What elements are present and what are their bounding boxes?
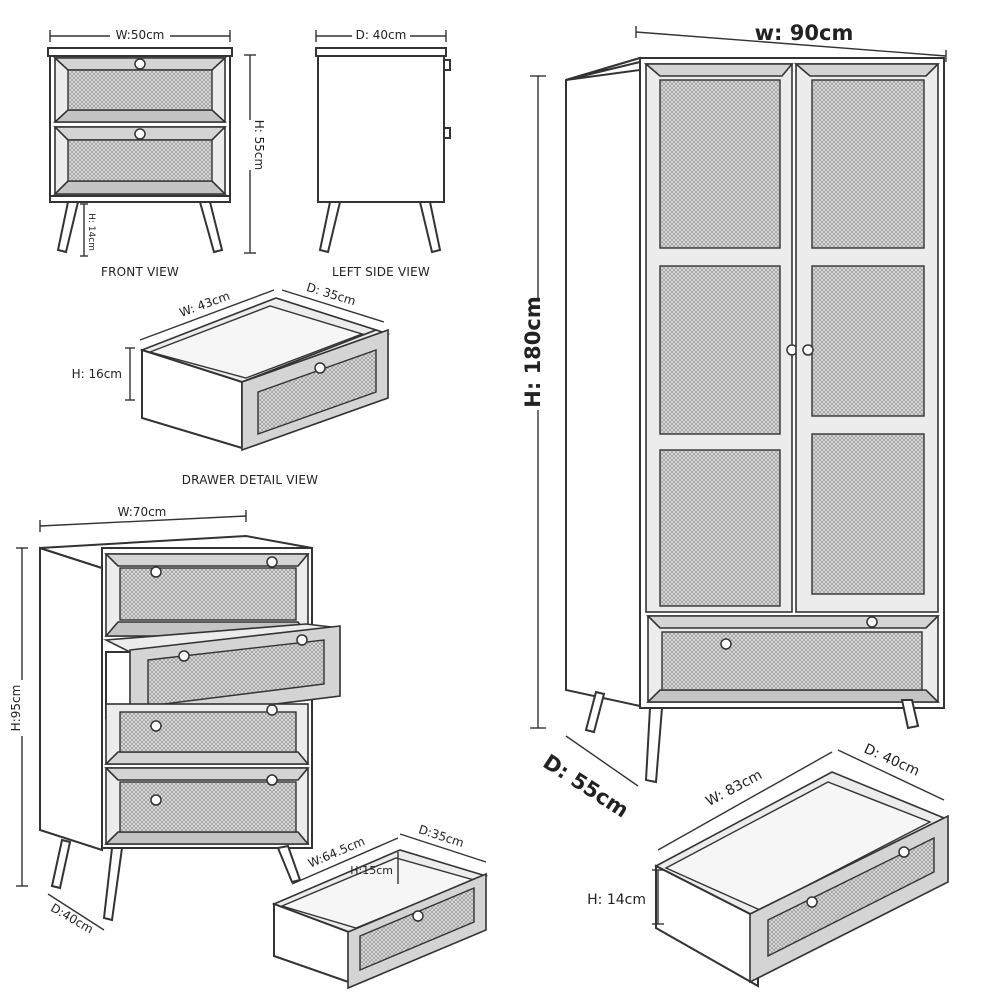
rattan-panel — [659, 265, 781, 435]
wardrobe-side-panel — [565, 56, 641, 708]
rattan-panel — [119, 711, 297, 753]
knob-icon — [806, 896, 818, 908]
bedside-top-panel — [47, 47, 233, 57]
wardrobe-depth-label: D: 55cm — [539, 750, 633, 823]
leg — [198, 201, 224, 254]
chest-drawer-depth-label: D:35cm — [417, 822, 466, 850]
bedside-leg-height-label: H: 14cm — [86, 213, 96, 251]
knob-icon — [178, 650, 190, 662]
wardrobe-drawer-width-label: W: 83cm — [703, 767, 765, 810]
leg — [276, 844, 302, 884]
bedside-depth-label: D: 40cm — [356, 28, 407, 42]
chest-drawer-1 — [104, 553, 310, 637]
knob-icon — [134, 58, 146, 70]
bedside-drawer-top — [52, 57, 228, 123]
rattan-panel — [67, 139, 213, 182]
rattan-panel — [257, 349, 377, 435]
wardrobe-width-label: w: 90cm — [755, 21, 854, 45]
knob-icon — [898, 846, 910, 858]
knob-icon — [150, 566, 162, 578]
wardrobe-drawer-detail: W: 83cm D: 40cm H: 14cm — [587, 741, 949, 988]
chest-drawer-2-open — [103, 623, 341, 723]
rattan-panel — [659, 79, 781, 249]
rattan-panel — [767, 836, 935, 958]
bedside-side-view: D: 40cm LEFT SIDE VIEW — [315, 28, 451, 279]
chest-drawer-4 — [104, 767, 310, 845]
leg — [900, 699, 920, 730]
chest-drawer-detail: W:64.5cm D:35cm H:15cm — [271, 822, 489, 990]
wardrobe-height-label: H: 180cm — [521, 296, 545, 407]
wardrobe: w: 90cm H: 180cm D: 55cm — [520, 21, 947, 823]
knob-icon — [150, 720, 162, 732]
rattan-panel — [119, 567, 297, 621]
wardrobe-drawer — [646, 615, 940, 703]
leg — [50, 838, 72, 890]
side-view-caption: LEFT SIDE VIEW — [332, 265, 430, 279]
knob-icon — [266, 556, 278, 568]
knob-icon — [266, 774, 278, 786]
leg — [644, 707, 664, 784]
wardrobe-right-door — [793, 63, 940, 613]
chest-drawer-3 — [104, 703, 310, 765]
chest-of-drawers: W:70cm H:95cm D:40cm — [8, 505, 341, 937]
bedside-width-label: W:50cm — [116, 28, 165, 42]
leg — [584, 690, 606, 734]
chest-side-panel — [39, 546, 103, 852]
chest-height-label: H:95cm — [9, 685, 23, 732]
rattan-panel — [811, 433, 925, 595]
knob-icon — [296, 634, 308, 646]
wardrobe-left-door — [643, 63, 798, 613]
rattan-panel — [67, 69, 213, 111]
knob-icon — [134, 128, 146, 140]
bedside-drawer-height-label: H: 16cm — [72, 367, 122, 381]
rattan-panel — [119, 781, 297, 833]
drawer-detail-caption: DRAWER DETAIL VIEW — [182, 473, 319, 487]
bedside-front-view: W:50cm H: 55cm H: 14cm FRONT VIEW — [47, 28, 266, 279]
knob-icon — [150, 794, 162, 806]
rattan-panel — [661, 631, 923, 691]
knob-icon — [802, 344, 814, 356]
knob-icon — [314, 362, 326, 374]
leg — [418, 201, 442, 254]
knob-icon — [412, 910, 424, 922]
chest-depth-label: D:40cm — [48, 901, 96, 937]
leg — [56, 201, 80, 254]
bedside-side-panel — [317, 55, 445, 203]
bedside-height-label: H: 55cm — [252, 120, 266, 170]
rattan-panel — [811, 79, 925, 249]
wardrobe-drawer-height-label: H: 14cm — [587, 892, 646, 908]
rattan-panel — [359, 886, 475, 972]
chest-width-label: W:70cm — [118, 505, 167, 519]
leg — [318, 201, 342, 254]
knob-icon — [720, 638, 732, 650]
rattan-panel — [147, 639, 325, 707]
rattan-panel — [659, 449, 781, 607]
wardrobe-drawer-depth-label: D: 40cm — [861, 741, 922, 780]
knob-icon — [443, 127, 451, 139]
bedside-drawer-bottom — [53, 126, 227, 195]
bedside-drawer-detail: W: 43cm D: 35cm H: 16cm DRAWER DETAIL VI… — [72, 280, 391, 487]
drawer-side — [655, 864, 759, 988]
leg — [102, 847, 124, 922]
knob-icon — [866, 616, 878, 628]
rattan-panel — [811, 265, 925, 417]
knob-icon — [266, 704, 278, 716]
chest-drawer-height-label: H:15cm — [350, 864, 393, 877]
knob-icon — [443, 59, 451, 71]
bedside-drawer-depth-label: D: 35cm — [305, 280, 358, 308]
front-view-caption: FRONT VIEW — [101, 265, 179, 279]
